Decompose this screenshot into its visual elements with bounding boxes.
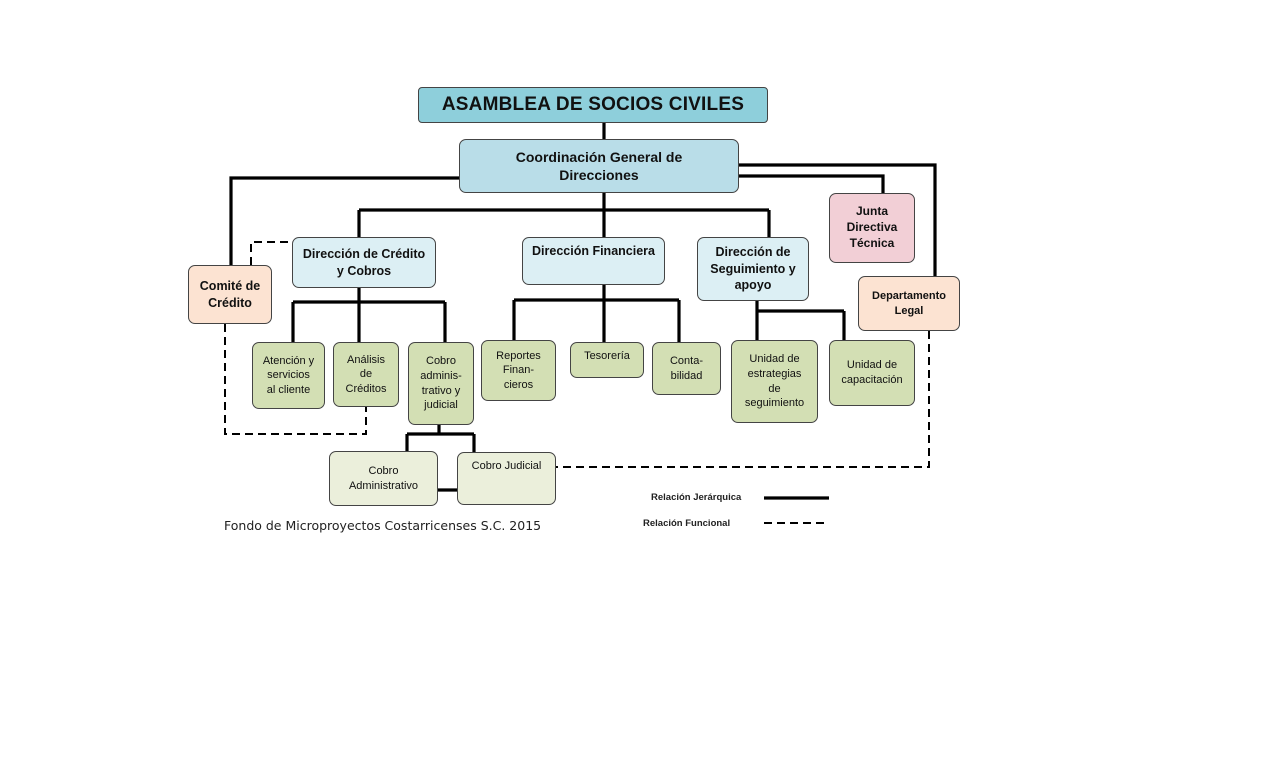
node-direction-followup: Dirección de Seguimiento y apoyo bbox=[697, 237, 809, 301]
node-unit-credit-analysis: Análisis de Créditos bbox=[333, 342, 399, 407]
node-subunit-judicial-collection: Cobro Judicial bbox=[457, 452, 556, 505]
node-subunit-admin-collection: Cobro Administrativo bbox=[329, 451, 438, 506]
node-unit-treasury: Tesorería bbox=[570, 342, 644, 378]
node-unit-financial-reports: Reportes Finan- cieros bbox=[481, 340, 556, 401]
node-technical-board: Junta Directiva Técnica bbox=[829, 193, 915, 263]
link-to-technical-board bbox=[739, 174, 885, 193]
node-direction-credit: Dirección de Crédito y Cobros bbox=[292, 237, 436, 288]
node-unit-training: Unidad de capacitación bbox=[829, 340, 915, 406]
node-unit-customer-service: Atención y servicios al cliente bbox=[252, 342, 325, 409]
link-to-legal bbox=[739, 163, 937, 276]
node-unit-collections: Cobro adminis- trativo y judicial bbox=[408, 342, 474, 425]
legend-label-hierarchical: Relación Jerárquica bbox=[651, 492, 742, 503]
functional-legal-judicial bbox=[556, 331, 930, 468]
functional-committee-units bbox=[224, 324, 367, 435]
footer-credit: Fondo de Microproyectos Costarricenses S… bbox=[224, 518, 542, 533]
node-unit-accounting: Conta- bilidad bbox=[652, 342, 721, 395]
node-coordination: Coordinación General de Direcciones bbox=[459, 139, 739, 193]
node-legal-department: Departamento Legal bbox=[858, 276, 960, 331]
top-node-assembly: ASAMBLEA DE SOCIOS CIVILES bbox=[418, 87, 768, 123]
link-to-credit-committee bbox=[229, 176, 459, 265]
legend-label-functional: Relación Funcional bbox=[643, 518, 731, 529]
node-credit-committee: Comité de Crédito bbox=[188, 265, 272, 324]
node-unit-followup-strategies: Unidad de estrategias de seguimiento bbox=[731, 340, 818, 423]
functional-committee-credit bbox=[250, 241, 293, 265]
node-direction-finance: Dirección Financiera bbox=[522, 237, 665, 285]
